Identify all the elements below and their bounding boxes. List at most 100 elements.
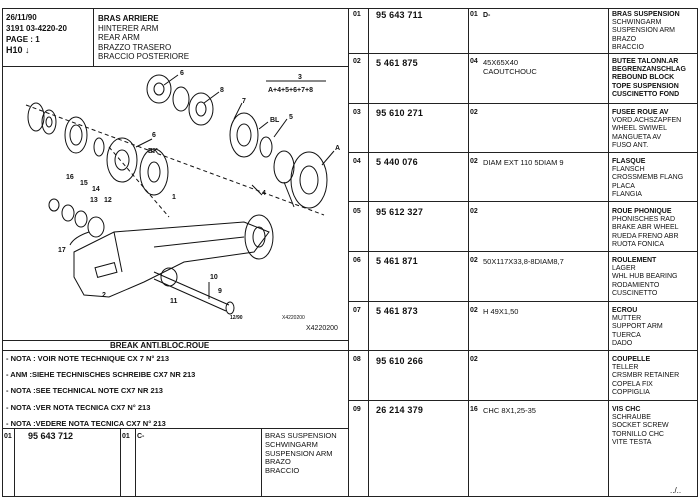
desc-line: BRAKE ABR WHEEL — [612, 224, 679, 232]
desc-line: SCHWINGARM — [612, 19, 662, 27]
desc-line: TELLER — [612, 364, 639, 372]
desc-line: SUPPORT ARM — [612, 323, 663, 331]
bottom-row-qty: 01 — [122, 433, 130, 440]
row-number: 03 — [353, 109, 361, 116]
callout-label: A+4+5+6+7+8 — [268, 87, 313, 94]
row-line — [348, 201, 698, 202]
callout-label: 6 — [180, 70, 184, 77]
desc-line: PLACA — [612, 182, 635, 190]
row-number: 02 — [353, 58, 361, 65]
desc-line: BEGRENZANSCHLAG — [612, 66, 686, 74]
bottom-row-part: 95 643 712 — [28, 431, 74, 441]
row-spec: 50X117X33,8-8DIAM8,7 — [483, 257, 564, 266]
desc-line: ROUE PHONIQUE — [612, 208, 672, 215]
desc-line: RODAMIENTO — [612, 281, 660, 289]
desc-line: MUTTER — [612, 315, 642, 323]
row-desc: FLASQUE FLANSCH CROSSMEMB FLANG PLACA FL… — [612, 158, 683, 199]
row-line — [348, 251, 698, 252]
bottom-col-2 — [120, 428, 121, 496]
callout-label: 10 — [210, 274, 218, 281]
desc-line: BRAZO — [612, 35, 637, 43]
row-line — [348, 53, 698, 54]
row-line — [348, 350, 698, 351]
diagram-bottom-line — [2, 340, 348, 341]
row-qty: 02 — [470, 158, 478, 165]
header-name: BRAZZO TRASERO — [98, 42, 172, 52]
desc-line: CRSMBR RETAINER — [612, 372, 680, 380]
bottom-row-desc: BRAS SUSPENSION SCHWINGARM SUSPENSION AR… — [265, 431, 337, 476]
callout-label: 7 — [242, 98, 246, 105]
callout-label: 8 — [220, 87, 224, 94]
section-title-line — [2, 350, 348, 351]
callout-label: 12 — [104, 197, 112, 204]
qty-col-line — [468, 8, 469, 496]
desc-line: FLASQUE — [612, 158, 646, 165]
note-line: - NOTA :VEDERE NOTA TECNICA CX7 N° 213 — [6, 419, 166, 428]
part-number: 26 214 379 — [376, 405, 424, 415]
row-spec: CHC 8X1,25-35 — [483, 406, 536, 415]
row-line — [348, 152, 698, 153]
row-desc: ROUE PHONIQUE PHONISCHES RAD BRAKE ABR W… — [612, 208, 679, 249]
callout-label: BL — [270, 117, 280, 124]
row-qty: 02 — [470, 208, 478, 215]
continuation-mark: ../.. — [670, 486, 682, 495]
bottom-desc-line: SUSPENSION ARM — [265, 448, 333, 458]
row-number: 08 — [353, 356, 361, 363]
callout-label: 5 — [289, 114, 293, 121]
row-qty: 02 — [470, 257, 478, 264]
right-border — [697, 8, 698, 496]
header-name: HINTERER ARM — [98, 23, 159, 33]
callout-label: 2 — [102, 292, 106, 299]
row-desc: BRAS SUSPENSION SCHWINGARM SUSPENSION AR… — [612, 11, 680, 52]
desc-line: VITE TESTA — [612, 438, 652, 446]
callout-label: 6 — [152, 132, 156, 139]
row-spec: H 49X1,50 — [483, 307, 519, 316]
row-desc: COUPELLE TELLER CRSMBR RETAINER COPELA F… — [612, 356, 679, 397]
desc-line: WHEEL SWIWEL — [612, 125, 667, 133]
row-line — [348, 400, 698, 401]
part-number: 5 461 871 — [376, 256, 418, 266]
note-line: - ANM :SIEHE TECHNISCHES SCHREIBE CX7 NR… — [6, 370, 196, 379]
desc-line: TUERCA — [612, 331, 641, 339]
rowno-col-line — [368, 8, 369, 496]
top-border — [2, 8, 698, 9]
desc-line: BRACCIO — [612, 43, 644, 51]
exploded-parts-diagram: 3 A+4+5+6+7+8 6 8 7 5 BL A 6 BK 4 16 15 … — [25, 70, 340, 332]
part-number: 5 461 873 — [376, 306, 418, 316]
bottom-row-code: C- — [137, 433, 145, 440]
header-name: BRACCIO POSTERIORE — [98, 52, 190, 62]
desc-line: SUSPENSION ARM — [612, 27, 676, 35]
desc-line: ROULEMENT — [612, 257, 657, 264]
desc-line: COPELA FIX — [612, 380, 653, 388]
diagram-ref-code: X4220200 — [306, 325, 338, 332]
bottom-desc-line: BRAZO — [265, 457, 291, 467]
callout-label: 17 — [58, 247, 66, 254]
bottom-row-no: 01 — [4, 433, 12, 440]
part-number: 5 461 875 — [376, 58, 418, 68]
header-sheet-code: H10 ↓ — [6, 45, 30, 55]
desc-line: DADO — [612, 339, 633, 347]
desc-line: FLANSCH — [612, 166, 645, 174]
callout-label: 11 — [170, 298, 178, 305]
header-split-line — [93, 8, 94, 66]
callout-label: 4 — [262, 190, 266, 197]
bottom-row-line — [2, 428, 348, 429]
desc-line: SOCKET SCREW — [612, 422, 669, 430]
header-divider — [2, 66, 348, 67]
desc-line: RUOTA FONICA — [612, 240, 664, 248]
row-desc: FUSEE ROUE AV VORD.ACHSZAPFEN WHEEL SWIW… — [612, 109, 681, 150]
desc-line: CUSCINETTO — [612, 289, 658, 297]
desc-line: FLANGIA — [612, 190, 642, 198]
part-number: 95 610 271 — [376, 108, 424, 118]
desc-line: SCHRAUBE — [612, 414, 651, 422]
row-number: 07 — [353, 307, 361, 314]
header-page: PAGE : 1 — [6, 35, 40, 44]
desc-line: FUSEE ROUE AV — [612, 109, 669, 116]
desc-line: CROSSMEMB FLANG — [612, 174, 684, 182]
row-line — [348, 103, 698, 104]
row-spec: D- — [483, 12, 491, 19]
desc-line: COPPIGLIA — [612, 388, 650, 396]
desc-line: REBOUND BLOCK — [612, 74, 675, 82]
bottom-border — [2, 496, 698, 497]
